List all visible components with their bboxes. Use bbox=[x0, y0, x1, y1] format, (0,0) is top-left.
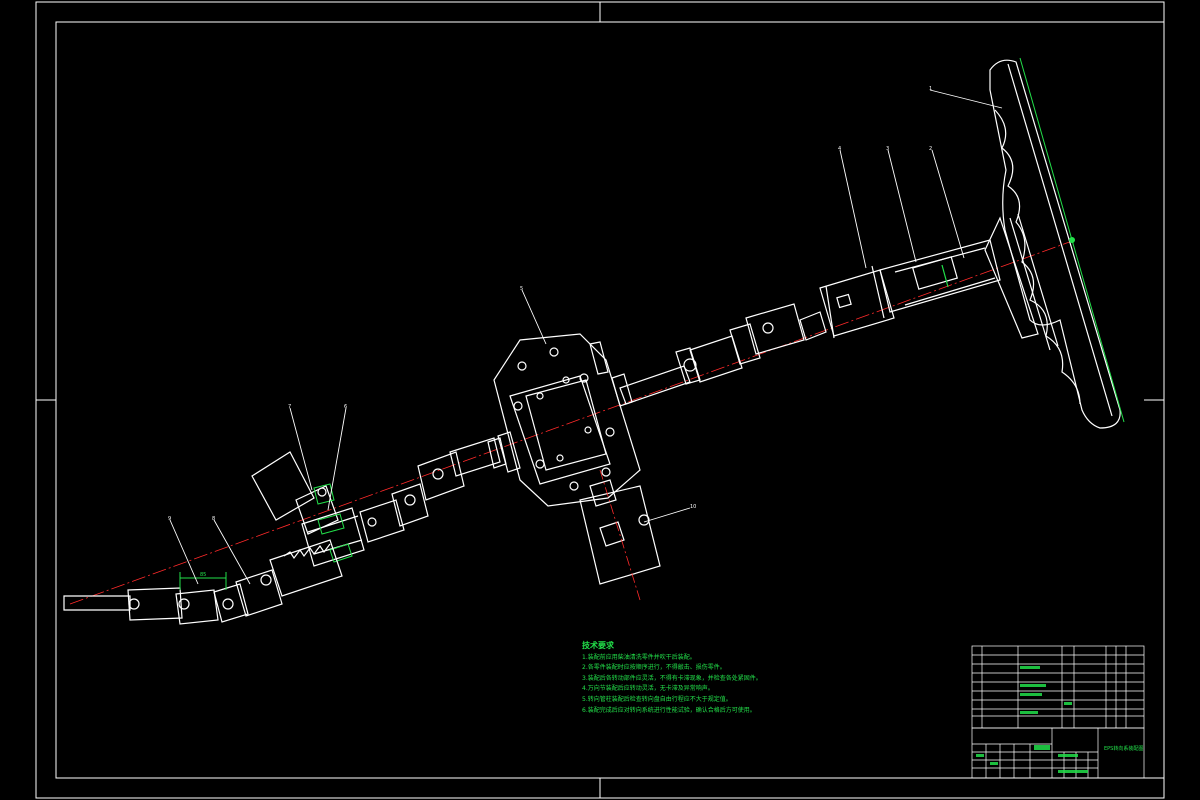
technical-requirements: 技术要求 1.装配前应用柴油清洗零件并吹干后装配。 2.各零件装配时应按顺序进行… bbox=[582, 641, 1002, 716]
technical-requirement-item: 6.装配完成后应对转向系统进行性能试验，确认合格后方可使用。 bbox=[582, 706, 756, 714]
technical-requirement-item: 4.万向节装配后应转动灵活，无卡滞及异常响声。 bbox=[582, 685, 714, 693]
part-label-4: 4 bbox=[838, 146, 841, 152]
part-label-1: 1 bbox=[929, 86, 932, 92]
steering-rack-section bbox=[269, 539, 343, 597]
title-block-table bbox=[971, 727, 1145, 779]
technical-requirement-item: 1.装配前应用柴油清洗零件并吹干后装配。 bbox=[582, 653, 696, 661]
technical-requirement-item: 2.各零件装配时应按顺序进行，不得敲击、损伤零件。 bbox=[582, 664, 726, 672]
technical-requirement-item: 3.装配后各转动部件应灵活，不得有卡滞现象，并检查各处紧固件。 bbox=[582, 674, 762, 682]
part-label-2: 2 bbox=[929, 146, 932, 152]
centering-marks bbox=[36, 2, 1164, 798]
upper-steering-column bbox=[799, 239, 1001, 341]
bracket-hatch bbox=[313, 483, 353, 563]
lower-dimension bbox=[179, 572, 227, 590]
eps-gearbox bbox=[493, 333, 641, 507]
technical-requirement-item: 5.转向管柱装配后检查转向盘自由行程应不大于规定值。 bbox=[582, 695, 732, 703]
part-label-9: 9 bbox=[168, 516, 171, 522]
part-labels: 1 2 3 4 5 6 7 8 9 10 bbox=[168, 86, 932, 522]
part-label-8: 8 bbox=[212, 516, 215, 522]
intermediate-shaft-upper bbox=[619, 365, 691, 405]
part-label-6: 6 bbox=[344, 404, 347, 410]
wheel-center-mark bbox=[1069, 237, 1075, 243]
technical-requirements-title: 技术要求 bbox=[582, 641, 614, 650]
eps-motor bbox=[579, 479, 661, 585]
part-label-5: 5 bbox=[520, 286, 523, 292]
steering-wheel bbox=[984, 59, 1121, 429]
part-label-7: 7 bbox=[288, 404, 291, 410]
leader-lines bbox=[169, 89, 1003, 585]
dimension-text: 85 bbox=[200, 572, 206, 578]
intermediate-shaft-lower bbox=[359, 437, 507, 543]
part-label-3: 3 bbox=[886, 146, 889, 152]
centerline-motor bbox=[599, 469, 641, 601]
title-block-fills bbox=[976, 666, 1088, 773]
title-block-name: EPS转向系装配图 bbox=[1104, 745, 1143, 752]
universal-joint-upper bbox=[675, 303, 805, 385]
output-shaft bbox=[63, 595, 131, 611]
centerline-main bbox=[69, 239, 1076, 605]
part-label-10: 10 bbox=[690, 504, 696, 510]
